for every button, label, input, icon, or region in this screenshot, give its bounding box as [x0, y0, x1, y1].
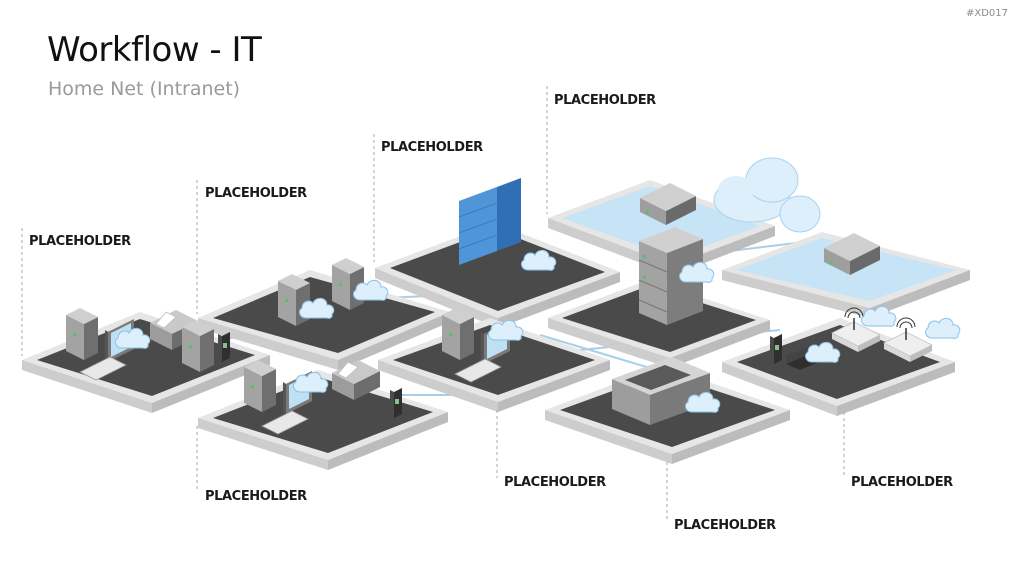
computer-tower-icon	[182, 320, 214, 372]
computer-tower-icon	[442, 308, 474, 360]
label-tile-4: PLACEHOLDER	[554, 93, 656, 108]
phone-icon	[770, 334, 782, 364]
label-tile-8: PLACEHOLDER	[851, 475, 953, 490]
tile-remote-servers	[722, 232, 970, 318]
label-tile-6: PLACEHOLDER	[504, 475, 606, 490]
label-tile-3: PLACEHOLDER	[381, 140, 483, 155]
label-tile-7: PLACEHOLDER	[674, 518, 776, 533]
label-tile-5: PLACEHOLDER	[205, 489, 307, 504]
label-tile-2: PLACEHOLDER	[205, 186, 307, 201]
phone-icon	[218, 332, 230, 362]
computer-tower-icon	[66, 308, 98, 360]
label-tile-1: PLACEHOLDER	[29, 234, 131, 249]
phone-icon	[390, 388, 402, 418]
computer-tower-icon	[244, 360, 276, 412]
cloud-icon	[925, 318, 959, 338]
